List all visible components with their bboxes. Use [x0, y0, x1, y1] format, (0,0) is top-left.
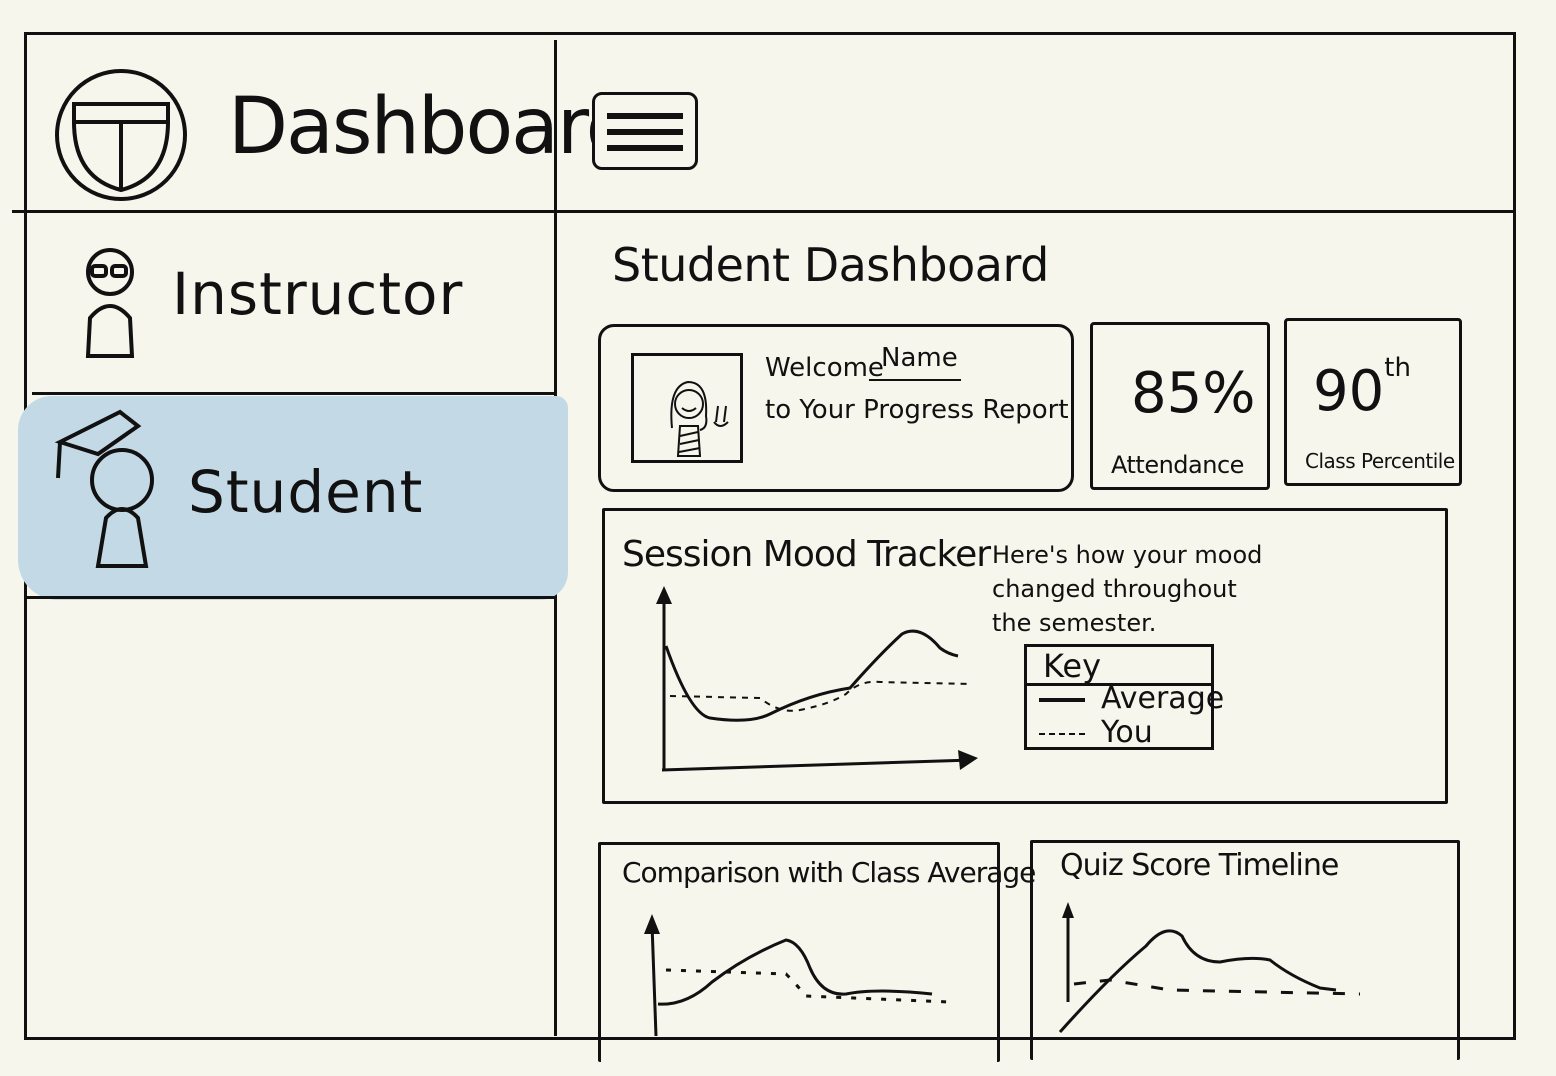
sidebar-item-student[interactable]: Student [32, 398, 554, 594]
dashed-swatch-icon [1039, 732, 1085, 735]
you-line [669, 680, 971, 712]
average-line [1073, 978, 1361, 996]
comparison-title: Comparison with Class Average [622, 856, 1036, 889]
quiz-title: Quiz Score Timeline [1060, 848, 1339, 883]
name-underline [869, 379, 961, 381]
percentile-suffix: th [1384, 353, 1411, 383]
sidebar-item-label: Student [188, 458, 424, 526]
student-name: Name [881, 343, 958, 373]
y-axis-arrow [644, 914, 660, 934]
comparison-card [598, 842, 1000, 1062]
hamburger-icon [607, 113, 683, 151]
percentile-value: 90th [1313, 353, 1411, 424]
attendance-value: 85% [1131, 361, 1256, 426]
sidebar-item-instructor[interactable]: Instructor [32, 214, 554, 390]
key-label-you: You [1101, 715, 1153, 750]
graduate-icon [54, 409, 154, 568]
y-axis [650, 923, 658, 1036]
x-axis-arrow [958, 750, 978, 770]
x-axis [661, 758, 973, 772]
percentile-card: 90th Class Percentile [1284, 318, 1462, 486]
mood-line-chart [656, 586, 978, 772]
percentile-number: 90 [1313, 359, 1385, 424]
average-line [664, 629, 959, 722]
mood-tracker-description: Here's how your mood changed throughout … [992, 541, 1263, 637]
percentile-label: Class Percentile [1305, 449, 1455, 473]
welcome-prefix: Welcome [765, 353, 884, 383]
key-entry-average: Average [1039, 681, 1224, 716]
sidebar-item-label: Instructor [172, 260, 464, 328]
logo-icon [55, 69, 187, 201]
attendance-card: 85% Attendance [1090, 322, 1270, 490]
sidebar-separator [26, 596, 554, 599]
attendance-label: Attendance [1111, 451, 1244, 479]
app-title: Dashboard [228, 82, 635, 172]
key-separator [1027, 683, 1211, 686]
key-label-average: Average [1101, 681, 1225, 716]
page-title: Student Dashboard [612, 238, 1049, 292]
average-line [657, 938, 933, 1006]
header-divider [12, 210, 1516, 213]
quiz-line-chart [1058, 902, 1361, 1033]
mood-tracker-card [602, 508, 1448, 804]
welcome-subtitle: to Your Progress Report [765, 395, 1069, 425]
comparison-line-chart [644, 914, 951, 1036]
y-axis-arrow [1062, 902, 1074, 918]
quiz-card [1030, 840, 1460, 1060]
mood-tracker-title: Session Mood Tracker [622, 534, 991, 575]
avatar-icon [670, 380, 729, 457]
solid-swatch-icon [1039, 697, 1085, 702]
y-axis-arrow [656, 586, 672, 604]
you-line [665, 968, 951, 1004]
key-entry-you: You [1039, 715, 1153, 750]
instructor-icon [85, 248, 135, 358]
welcome-card: Welcome Name to Your Progress Report [598, 324, 1074, 492]
chart-key: Key Average You [1024, 644, 1224, 750]
student-avatar [631, 353, 743, 463]
key-title: Key [1043, 647, 1102, 685]
menu-button[interactable] [592, 92, 698, 170]
score-line [1058, 929, 1337, 1033]
sidebar-separator [32, 392, 554, 395]
